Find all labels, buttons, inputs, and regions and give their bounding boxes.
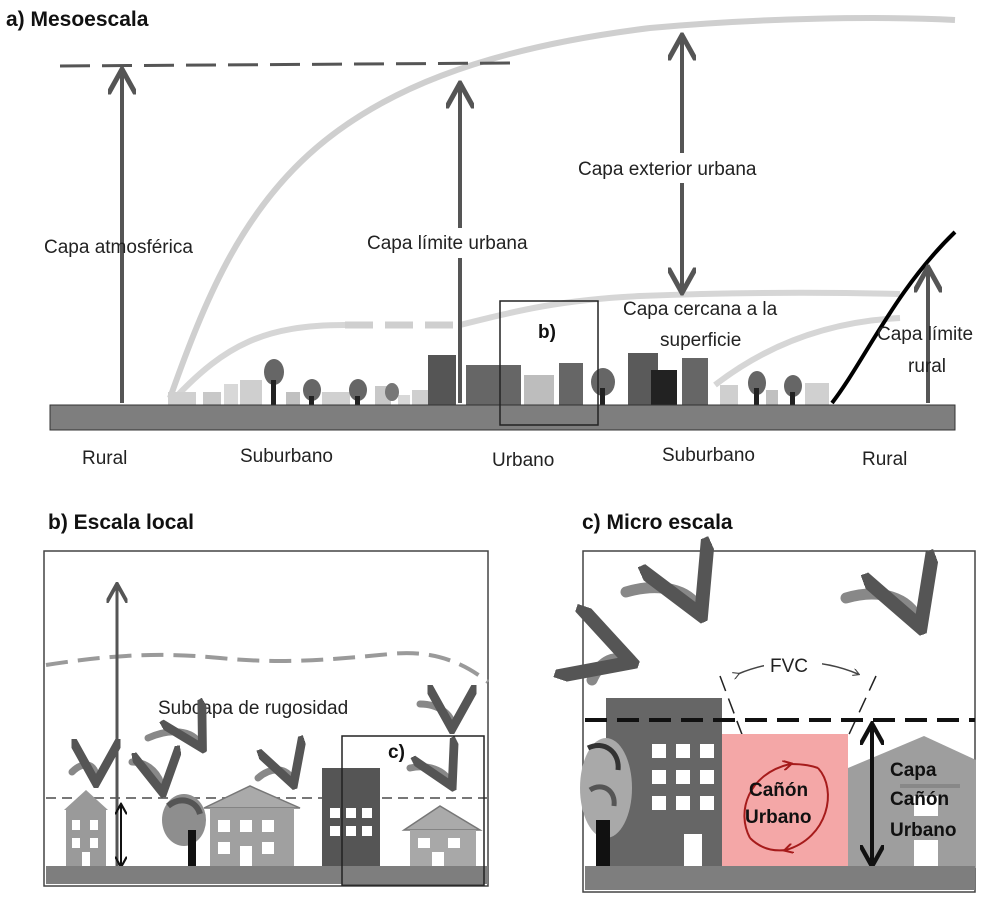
panel-b-title: b) Escala local xyxy=(48,511,194,534)
panel-c-title: c) Micro escala xyxy=(582,511,733,534)
local-tree xyxy=(162,794,206,866)
rural-boundary-layer-curve xyxy=(830,230,957,405)
canyon-layer-label-3: Urbano xyxy=(890,820,957,841)
canyon-vortex-icon xyxy=(743,764,829,850)
near-surface-layer-label-2: superficie xyxy=(660,330,741,351)
near-surface-layer-upper xyxy=(459,289,901,328)
urban-buildings xyxy=(428,353,708,426)
panel-a-title: a) Mesoescala xyxy=(6,8,149,31)
ground-label-rural-right: Rural xyxy=(862,449,907,470)
canyon-layer-label-1: Capa xyxy=(890,760,937,781)
mesoscale-ground xyxy=(49,404,956,431)
local-house-right xyxy=(401,805,483,866)
near-surface-layer-curve xyxy=(172,322,346,401)
micro-flow-arrows xyxy=(592,588,918,686)
micro-ground xyxy=(585,866,975,890)
fvc-label: FVC xyxy=(770,656,808,677)
panel-c-microscale: c) Micro escala FVC xyxy=(580,511,976,893)
inset-b-label: b) xyxy=(538,322,556,343)
suburban-right-buildings xyxy=(720,371,829,406)
near-surface-layer-label-1: Capa cercana a la xyxy=(623,299,778,320)
roughness-sublayer-label: Subcapa de rugosidad xyxy=(158,698,348,719)
suburban-left-trees xyxy=(264,359,399,406)
suburban-right-layer-curve xyxy=(713,315,901,388)
local-house-left xyxy=(64,790,108,866)
local-flow-arrows xyxy=(68,704,452,788)
roughness-sublayer-line xyxy=(45,651,490,684)
inset-b-box xyxy=(499,300,599,426)
local-ground xyxy=(46,866,488,884)
urban-boundary-layer-curve xyxy=(167,15,956,400)
atmospheric-layer-top-dashed xyxy=(59,61,516,68)
rural-boundary-layer-label-2: rural xyxy=(908,356,946,377)
ground-label-suburban-right: Suburbano xyxy=(662,445,755,466)
ground-label-rural-left: Rural xyxy=(82,448,127,469)
atmospheric-layer-label: Capa atmosférica xyxy=(44,237,193,258)
local-house-middle xyxy=(203,785,301,866)
micro-tree xyxy=(580,738,632,866)
canyon-layer-label-2: Cañón xyxy=(890,789,949,810)
inset-c-box xyxy=(341,735,485,886)
local-tall-building xyxy=(322,768,380,866)
urban-boundary-layer-label: Capa límite urbana xyxy=(367,233,528,254)
panel-b-local-scale: b) Escala local Subcapa de rugosidad xyxy=(43,511,490,887)
inset-c-label: c) xyxy=(388,742,405,763)
suburban-left-buildings xyxy=(168,380,434,406)
urban-canyon-label-1: Cañón xyxy=(749,780,808,801)
panel-a-mesoscale: a) Mesoescala Capa atmosférica Capa lími… xyxy=(6,8,973,471)
urban-canyon-label-2: Urbano xyxy=(745,807,812,828)
ground-label-urban: Urbano xyxy=(492,450,554,471)
urban-outer-layer-label: Capa exterior urbana xyxy=(578,159,757,180)
rural-boundary-layer-label-1: Capa límite xyxy=(877,324,973,345)
ground-label-suburban-left: Suburbano xyxy=(240,446,333,467)
